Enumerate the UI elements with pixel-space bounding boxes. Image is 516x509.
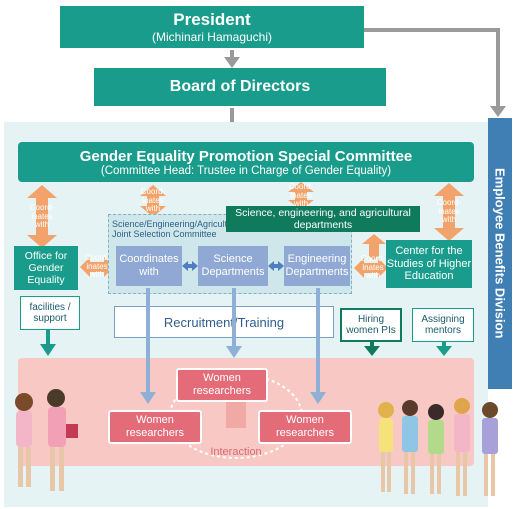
board-box: Board of Directors [94, 68, 386, 106]
employee-benefits-division: Employee Benefits Division [488, 118, 512, 389]
coord-label-middle: Coord-inates with [140, 187, 166, 214]
women-researchers-right: Women researchers [258, 410, 352, 444]
joint-selection-label: Science/Engineering/Agricultural Joint S… [112, 219, 243, 239]
coord-label-left: Coord-inates with [29, 203, 55, 230]
assigning-mentors-box: Assigning mentors [412, 308, 474, 342]
hiring-women-box: Hiring women PIs [340, 308, 402, 342]
president-box: President (Michinari Hamaguchi) [60, 6, 364, 48]
president-title: President [173, 10, 251, 29]
committee-box: Gender Equality Promotion Special Commit… [18, 142, 474, 182]
committee-title: Gender Equality Promotion Special Commit… [79, 147, 413, 165]
facilities-support-box: facilities / support [20, 296, 80, 330]
coord-label-horizontal-right: Coord-inates with [360, 254, 386, 281]
coord-label-right: Coord-inates with [436, 198, 462, 225]
dept-engineering: Engineering Departments [284, 246, 350, 286]
office-gender-equality: Office for Gender Equality [14, 246, 78, 290]
women-researchers-top: Women researchers [176, 368, 268, 402]
board-label: Board of Directors [169, 78, 311, 95]
sea-departments-banner: Science, engineering, and agricultural d… [226, 206, 420, 232]
coord-label-upper: Coord-inates with [288, 182, 314, 209]
people-illustration-right [378, 398, 498, 496]
people-illustration-left [15, 389, 78, 491]
committee-subtitle: (Committee Head: Trustee in Charge of Ge… [100, 164, 392, 177]
dept-science: Science Departments [198, 246, 268, 286]
women-researchers-left: Women researchers [108, 410, 202, 444]
center-higher-education: Center for the Studies of Higher Educati… [386, 240, 472, 288]
dept-coordinates: Coordinates with [116, 246, 182, 286]
employee-benefits-label: Employee Benefits Division [492, 168, 508, 339]
interaction-label: Interaction [210, 446, 262, 458]
president-name: (Michinari Hamaguchi) [151, 30, 273, 44]
recruitment-training-box: Recruitment/Training [114, 306, 334, 338]
coord-label-horizontal-left: Coord-inates with [84, 253, 110, 280]
